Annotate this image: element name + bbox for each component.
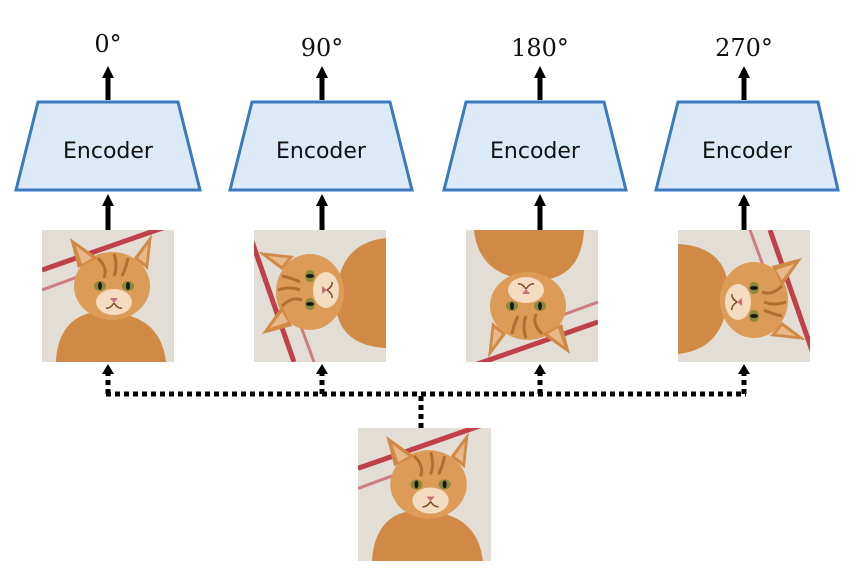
dotted-connector bbox=[105, 372, 747, 428]
encoder-label-180: Encoder bbox=[490, 139, 581, 164]
dotted-arrowhead-180 bbox=[534, 364, 546, 374]
encoder-block-0 bbox=[14, 100, 202, 192]
dotted-arrowheads bbox=[102, 364, 750, 374]
encoder-block-270 bbox=[654, 100, 840, 192]
angle-label-270: 270° bbox=[715, 34, 773, 62]
encoder-label-90: Encoder bbox=[276, 139, 367, 164]
encoder-block-90 bbox=[228, 100, 414, 192]
cat-image-rotated-0 bbox=[42, 224, 174, 362]
angle-label-90: 90° bbox=[301, 34, 344, 62]
branch-270: 270° Encoder bbox=[654, 34, 840, 362]
encoder-label-270: Encoder bbox=[702, 139, 793, 164]
dotted-arrowhead-90 bbox=[316, 364, 328, 374]
branch-0: 0° Encoder bbox=[14, 30, 202, 362]
dotted-arrowhead-270 bbox=[738, 364, 750, 374]
angle-label-0: 0° bbox=[94, 30, 121, 58]
branch-90: 90° Encoder bbox=[228, 34, 414, 362]
angle-label-180: 180° bbox=[511, 34, 569, 62]
branch-180: 180° Encoder bbox=[442, 34, 628, 368]
dotted-arrowhead-0 bbox=[102, 364, 114, 374]
cat-image-rotated-180 bbox=[466, 230, 598, 368]
encoder-label-0: Encoder bbox=[63, 139, 154, 164]
cat-image-rotated-270 bbox=[678, 230, 816, 362]
cat-image-rotated-90 bbox=[248, 230, 386, 362]
encoder-block-180 bbox=[442, 100, 628, 192]
cat-image-original bbox=[358, 422, 491, 561]
